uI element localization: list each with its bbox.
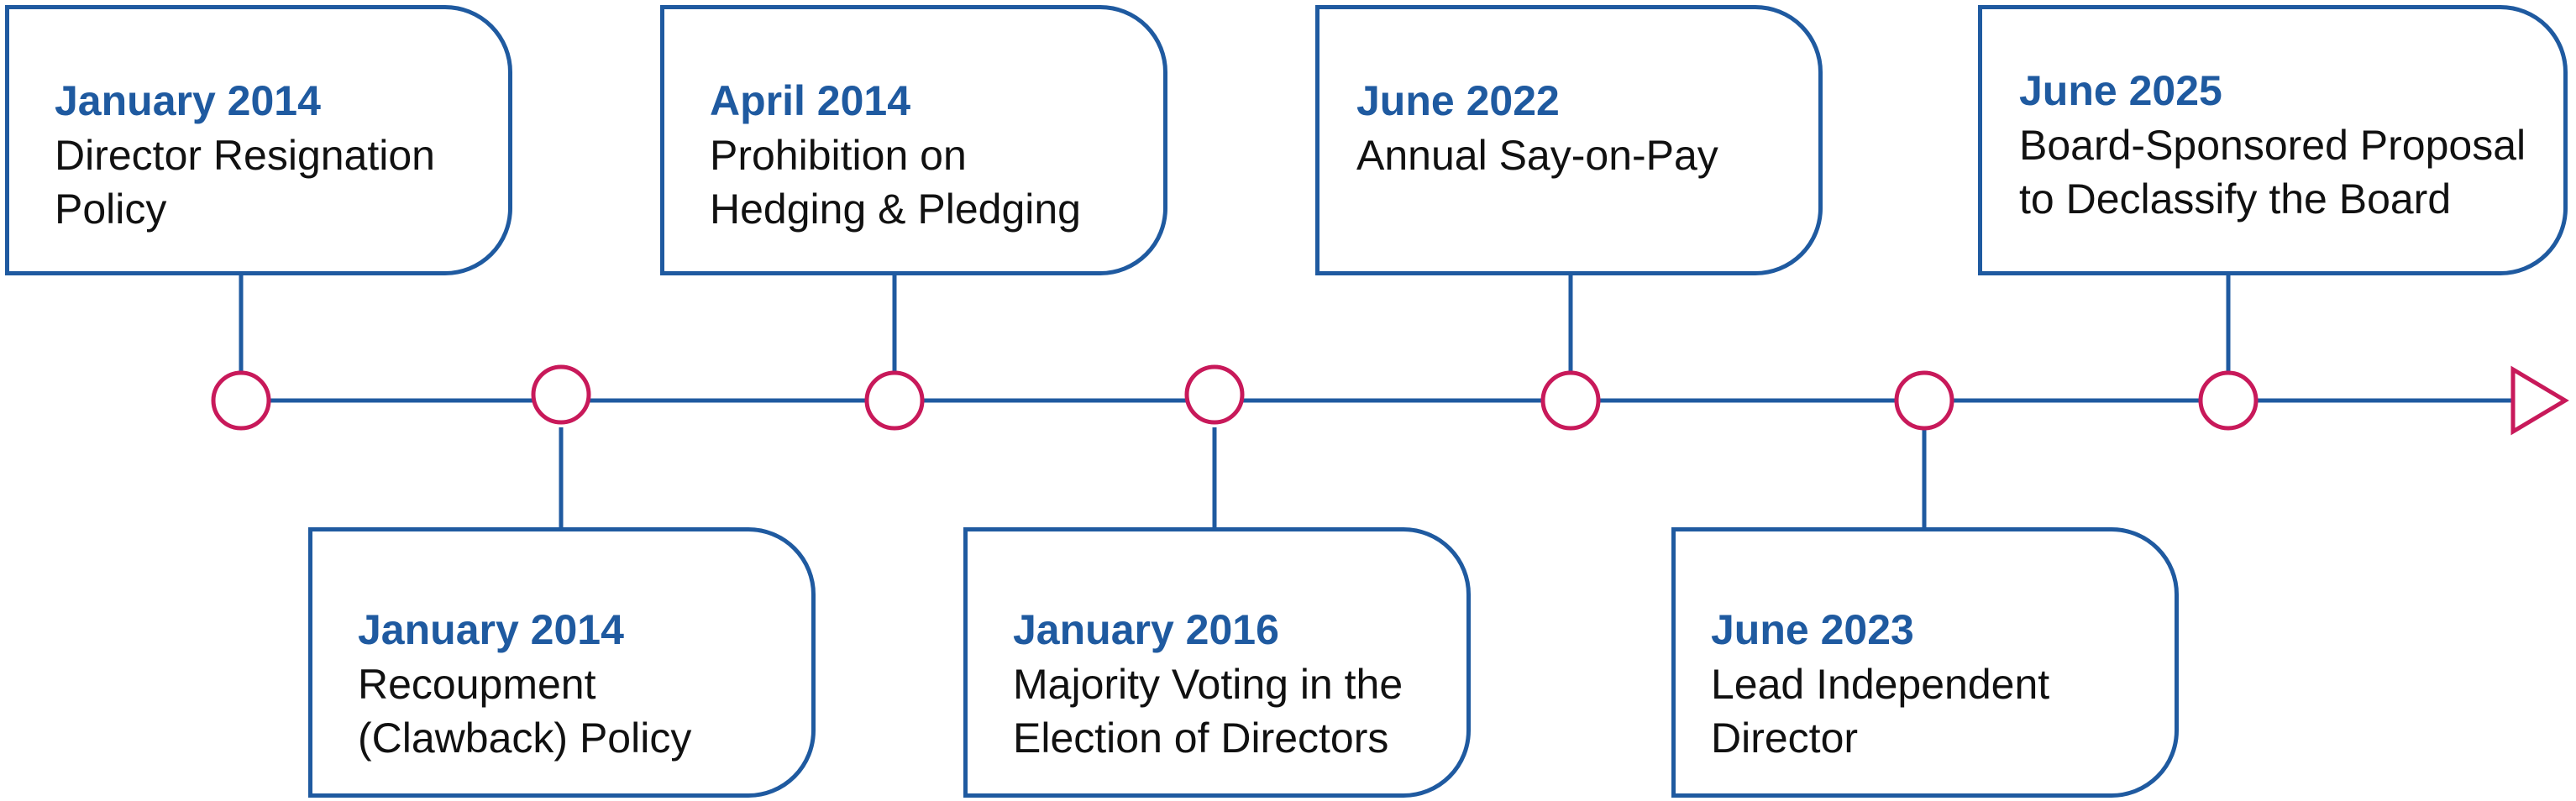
timeline-node-3 — [864, 370, 925, 431]
event-date: June 2023 — [1711, 606, 1914, 653]
event-card-3: April 2014 Prohibition on Hedging & Pled… — [660, 5, 1167, 275]
event-description: Annual Say-on-Pay — [1356, 132, 1718, 179]
event-description: Lead Independent Director — [1711, 661, 2050, 762]
event-card-6: June 2023 Lead Independent Director — [1671, 527, 2179, 798]
event-date: June 2025 — [2019, 67, 2222, 114]
timeline-node-2 — [531, 364, 591, 425]
event-description: Director Resignation Policy — [55, 132, 435, 233]
event-card-4: January 2016 Majority Voting in the Elec… — [963, 527, 1471, 798]
timeline-node-6 — [1894, 370, 1954, 431]
event-card-2: January 2014 Recoupment (Clawback) Polic… — [308, 527, 816, 798]
event-description: Recoupment (Clawback) Policy — [358, 661, 692, 762]
timeline-node-7 — [2198, 370, 2259, 431]
event-date: June 2022 — [1356, 77, 1560, 124]
timeline-arrowhead — [2510, 365, 2569, 436]
event-description: Majority Voting in the Election of Direc… — [1013, 661, 1403, 762]
event-date: January 2014 — [358, 606, 624, 653]
event-card-1: January 2014 Director Resignation Policy — [5, 5, 512, 275]
event-date: January 2014 — [55, 77, 321, 124]
event-card-7: June 2025 Board-Sponsored Proposal to De… — [1978, 5, 2568, 275]
event-description: Board-Sponsored Proposal to Declassify t… — [2019, 122, 2526, 222]
event-description: Prohibition on Hedging & Pledging — [710, 132, 1081, 233]
event-date: January 2016 — [1013, 606, 1279, 653]
timeline-node-5 — [1540, 370, 1601, 431]
timeline-node-4 — [1184, 364, 1245, 425]
event-card-5: June 2022 Annual Say-on-Pay — [1315, 5, 1823, 275]
event-date: April 2014 — [710, 77, 911, 124]
timeline-node-1 — [211, 370, 271, 431]
